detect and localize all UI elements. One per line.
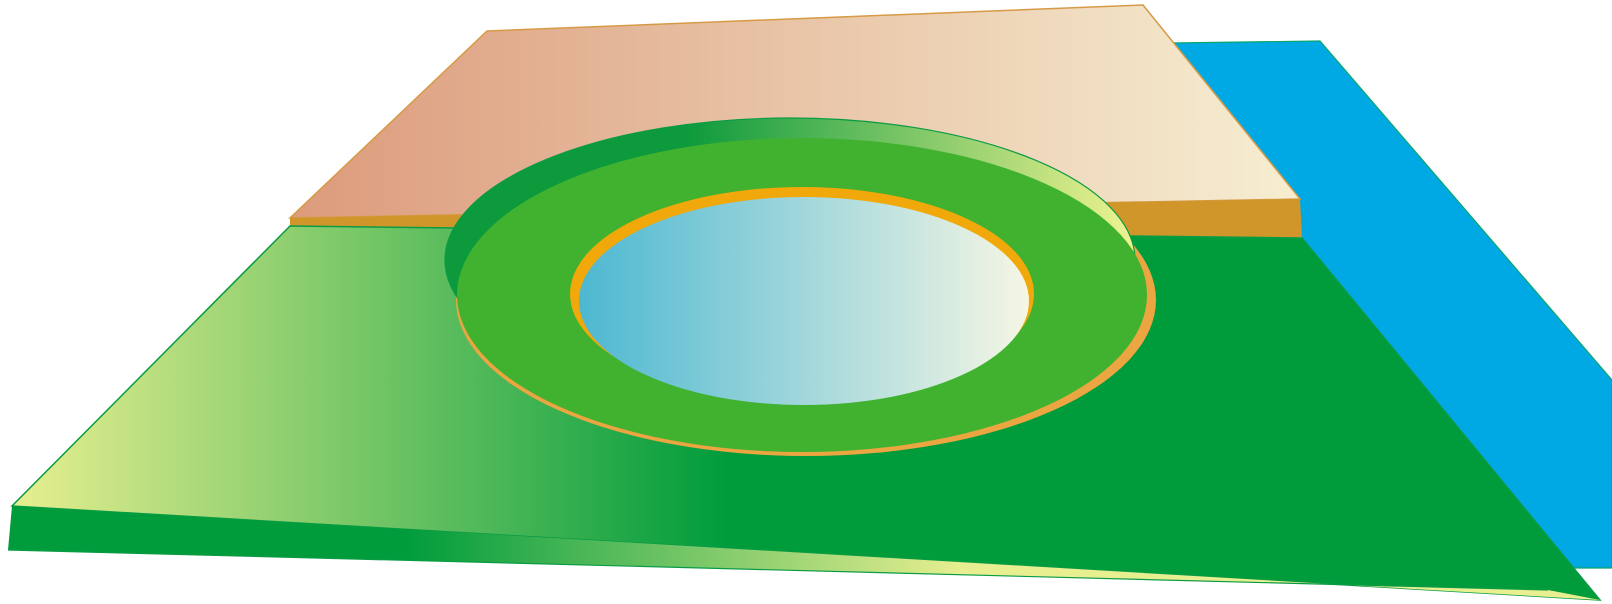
inner-disc (579, 197, 1029, 405)
